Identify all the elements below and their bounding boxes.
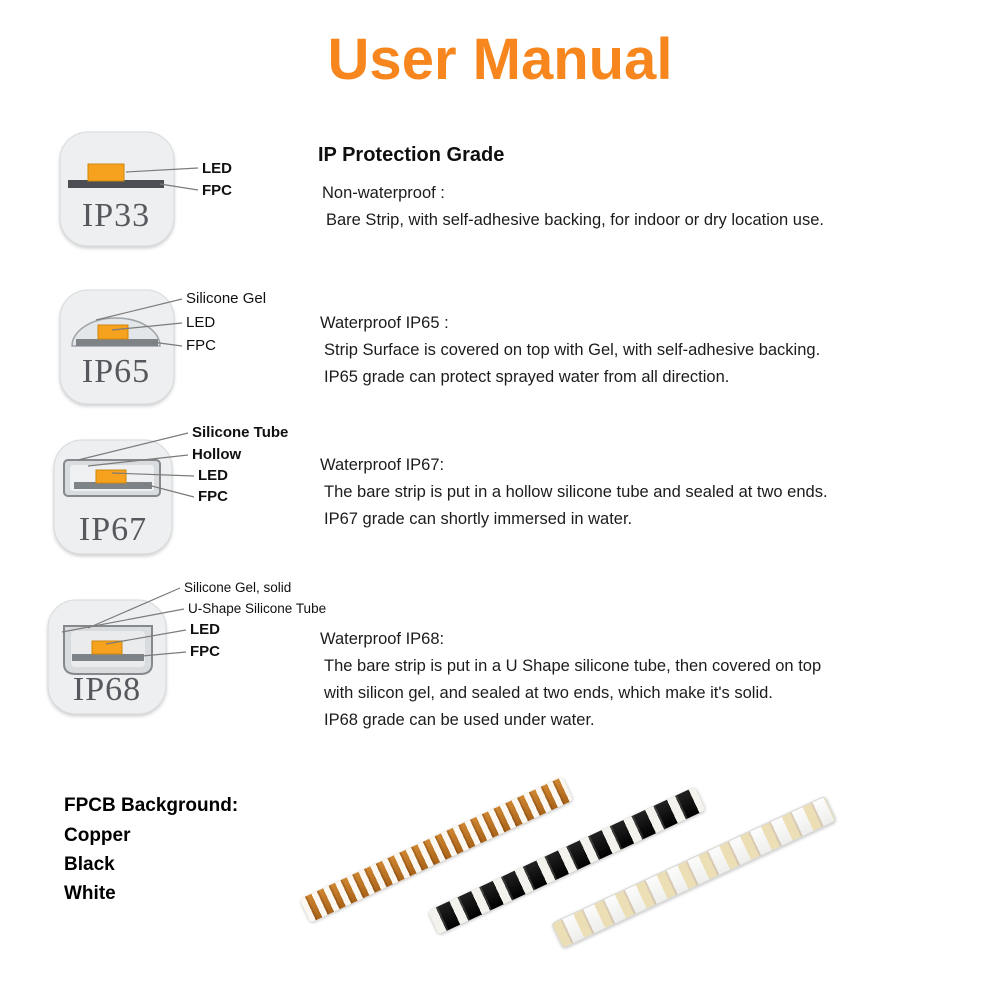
leader-line <box>95 298 183 321</box>
led-chip <box>87 163 125 182</box>
fpcb-option-copper: Copper <box>64 825 131 846</box>
callout-label: LED <box>198 467 228 484</box>
leader-line <box>77 432 189 461</box>
page-title: User Manual <box>327 27 673 92</box>
ip-badge: IP65 <box>82 353 150 390</box>
leader-line <box>111 322 183 331</box>
ip68-cross-section-icon: Silicone Gel, solid U-Shape Silicone Tub… <box>47 580 326 715</box>
ip33-description: Non-waterproof : Bare Strip, with self-a… <box>322 180 824 234</box>
leader-line <box>87 454 189 467</box>
grade-heading: Waterproof IP68: <box>320 630 445 648</box>
copper-fpcb-strip-photo <box>299 776 574 923</box>
ip68-description: Waterproof IP68: The bare strip is put i… <box>320 626 821 734</box>
led-chip <box>97 324 129 340</box>
fpcb-heading: FPCB Background: <box>64 795 239 816</box>
callout-label: Silicone Gel, solid <box>184 580 291 595</box>
callout-label: FPC <box>198 488 228 505</box>
ip33-cross-section-icon: LED FPC IP33 <box>59 131 232 247</box>
callout-label: LED <box>202 160 232 177</box>
callout-label: LED <box>186 314 215 331</box>
grade-line: The bare strip is put in a U Shape silic… <box>324 657 822 675</box>
leader-line <box>151 341 183 347</box>
leader-line <box>141 651 187 657</box>
grade-line: IP68 grade can be used under water. <box>324 711 595 729</box>
grade-heading: Waterproof IP67: <box>320 456 445 474</box>
callout-label: LED <box>190 621 220 638</box>
grade-line: The bare strip is put in a hollow silico… <box>324 483 828 501</box>
grade-line: Strip Surface is covered on top with Gel… <box>324 341 821 359</box>
section-heading: IP Protection Grade <box>318 144 505 166</box>
fpc-bar <box>72 654 144 661</box>
grade-line: Bare Strip, with self-adhesive backing, … <box>326 211 824 229</box>
callout-label: Silicone Gel <box>186 290 266 307</box>
callout-label: U-Shape Silicone Tube <box>188 601 326 616</box>
leader-line <box>111 472 195 477</box>
grade-line: IP65 grade can protect sprayed water fro… <box>324 368 730 386</box>
fpc-bar <box>68 180 164 188</box>
grade-line: IP67 grade can shortly immersed in water… <box>324 510 633 528</box>
leader-line <box>87 587 181 629</box>
fpcb-option-black: Black <box>64 854 115 875</box>
callout-label: FPC <box>186 337 216 354</box>
fpcb-option-white: White <box>64 883 116 904</box>
ip33-badge-tile <box>59 131 175 247</box>
callout-label: Silicone Tube <box>192 424 288 441</box>
led-chip <box>91 640 123 655</box>
led-chip <box>95 469 127 484</box>
ip-badge: IP67 <box>79 511 147 548</box>
ip-badge: IP68 <box>73 671 141 708</box>
black-fpcb-strip-photo <box>427 786 706 935</box>
ip65-description: Waterproof IP65 : Strip Surface is cover… <box>320 310 820 391</box>
leader-line <box>125 167 199 173</box>
fpc-bar <box>74 482 152 489</box>
ip65-badge-tile <box>59 289 175 405</box>
led-strip-photos <box>285 770 985 990</box>
callout-label: Hollow <box>192 446 241 463</box>
ip67-description: Waterproof IP67: The bare strip is put i… <box>320 452 828 533</box>
grade-line: with silicon gel, and sealed at two ends… <box>324 684 773 702</box>
ip-badge: IP33 <box>82 197 150 234</box>
fpc-bar <box>76 339 158 346</box>
ip67-cross-section-icon: Silicone Tube Hollow LED FPC IP67 <box>53 424 288 555</box>
fpcb-background-section: FPCB Background: Copper Black White <box>64 790 238 908</box>
leader-line <box>143 483 195 498</box>
grade-heading: Waterproof IP65 : <box>320 314 449 332</box>
leader-line <box>61 608 185 633</box>
white-fpcb-strip-photo <box>551 795 837 949</box>
ip65-cross-section-icon: Silicone Gel LED FPC IP65 <box>59 289 266 405</box>
leader-line <box>105 629 187 645</box>
leader-line <box>159 183 199 191</box>
callout-label: FPC <box>202 182 232 199</box>
grade-heading: Non-waterproof : <box>322 184 445 202</box>
callout-label: FPC <box>190 643 220 660</box>
